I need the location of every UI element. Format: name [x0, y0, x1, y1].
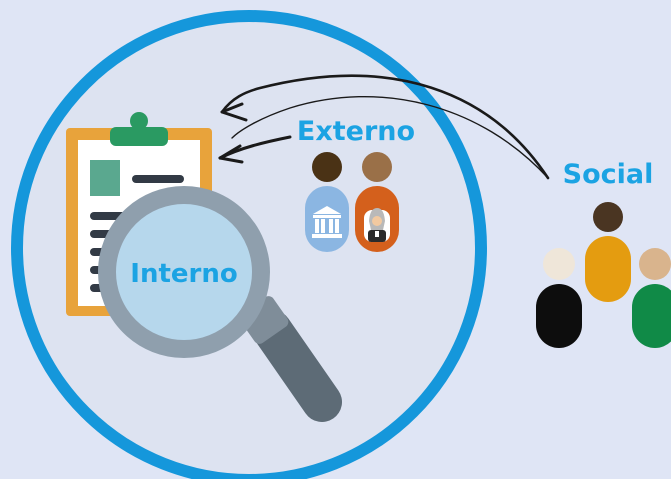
person-head: [312, 152, 342, 182]
person-head: [639, 248, 671, 280]
magnifier-handle: [252, 310, 342, 422]
person-body: [305, 186, 349, 252]
external-label: Externo: [297, 116, 415, 147]
person-head: [362, 152, 392, 182]
arrows: [218, 74, 550, 180]
person-body: [632, 284, 671, 348]
note-square: [90, 160, 120, 196]
clipboard-clip-top: [130, 112, 148, 130]
clipboard-clip: [110, 127, 168, 146]
outer-ring: [11, 10, 487, 479]
text-line: [132, 175, 184, 183]
magnifier-icon: Interno: [98, 186, 342, 422]
social-person-left: [536, 248, 582, 348]
magnifier-lens: [98, 186, 270, 358]
people-group-icon: [536, 202, 671, 348]
internal-label: Interno: [130, 259, 237, 289]
social-label: Social: [563, 159, 654, 190]
government-building-icon: [312, 206, 342, 238]
arrow-head-upper: [220, 102, 248, 122]
person-head: [593, 202, 623, 232]
social-person-center: [585, 202, 631, 302]
person-body: [536, 284, 582, 348]
social-person-right: [632, 248, 671, 348]
government-person: [305, 152, 349, 252]
person-head: [543, 248, 575, 280]
arrow-upper-curve: [220, 74, 550, 180]
arrow-head-lower: [218, 144, 244, 164]
external-people: [305, 152, 399, 252]
arrow-sketch-curve: [231, 95, 549, 179]
judge-person: [355, 152, 399, 252]
person-body: [585, 236, 631, 302]
judge-icon: [364, 208, 390, 242]
